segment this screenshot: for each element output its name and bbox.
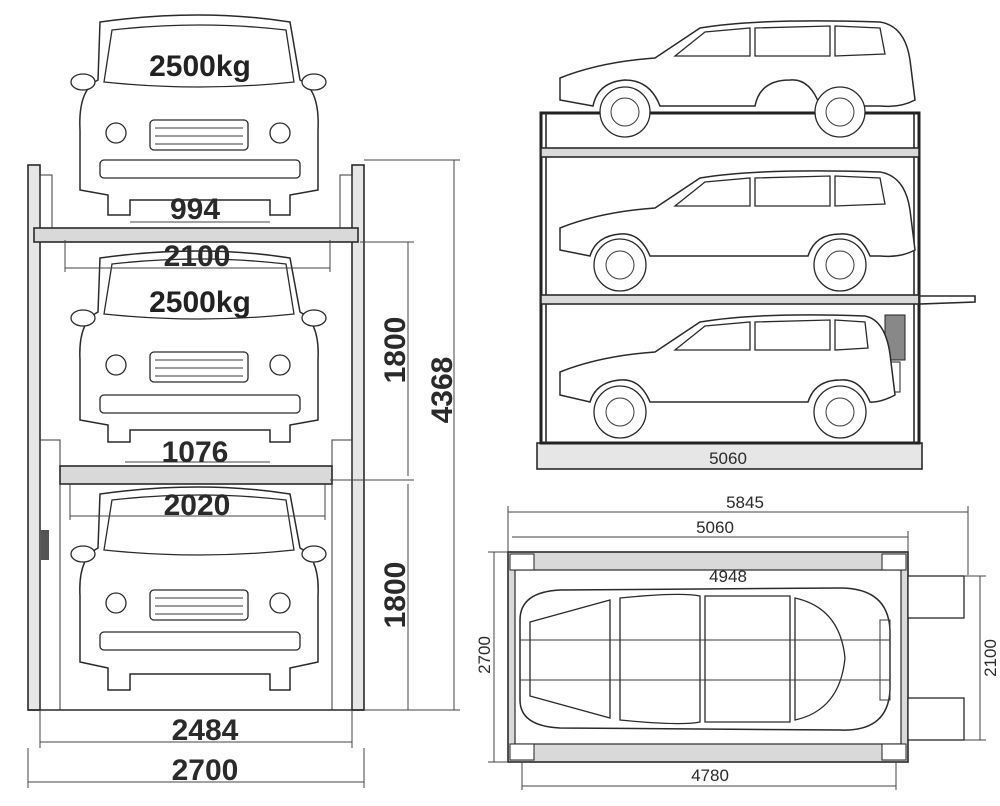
dim-label-1800-upper: 1800 <box>379 317 412 384</box>
car-front-top <box>70 14 327 216</box>
dim-label-5845: 5845 <box>726 493 764 512</box>
dim-label-4948: 4948 <box>709 567 747 586</box>
dim-label-2100-plan: 2100 <box>981 639 1000 677</box>
plan-ramp-lower <box>907 697 965 741</box>
upper-platform <box>33 227 359 243</box>
front-view: 2500kg 2500kg 994 2100 1076 2020 2484 27… <box>27 14 460 788</box>
dim-label-4368: 4368 <box>426 357 459 424</box>
plan-ramp-upper <box>907 575 965 619</box>
car-side-middle <box>559 170 916 292</box>
left-post-inner <box>39 439 61 711</box>
dim-label-1076: 1076 <box>162 436 229 469</box>
dim-label-4780: 4780 <box>691 766 729 785</box>
right-post-bracket <box>339 174 353 236</box>
car-front-middle <box>70 250 327 443</box>
left-post-bracket <box>39 174 53 236</box>
plan-view: 5845 5060 4948 4780 2700 2100 <box>475 493 1000 790</box>
dim-label-994: 994 <box>170 193 220 226</box>
middle-platform <box>59 465 333 485</box>
load-label-middle: 2500kg <box>149 286 251 319</box>
side-upper-platform <box>540 147 920 158</box>
side-view: 5060 <box>536 20 976 470</box>
dim-label-2484: 2484 <box>172 714 239 747</box>
load-label-top: 2500kg <box>149 50 251 83</box>
dim-label-1800-lower: 1800 <box>379 562 412 629</box>
car-front-bottom <box>70 486 327 691</box>
side-frame <box>539 111 921 445</box>
side-base <box>536 442 923 470</box>
car-side-bottom <box>559 314 896 439</box>
dim-label-5060-plan: 5060 <box>696 518 734 537</box>
dim-label-2700-front: 2700 <box>172 754 239 787</box>
dim-label-2700-plan: 2700 <box>475 636 494 674</box>
car-side-top <box>559 20 916 138</box>
right-post <box>351 164 365 711</box>
dim-label-2100: 2100 <box>164 240 231 273</box>
side-middle-platform <box>540 294 920 305</box>
car-top-view <box>519 587 891 731</box>
dim-label-5060-side: 5060 <box>709 449 747 468</box>
side-ramp <box>918 295 976 305</box>
control-box <box>41 530 49 560</box>
left-post <box>27 164 41 711</box>
dim-label-2020: 2020 <box>164 489 231 522</box>
